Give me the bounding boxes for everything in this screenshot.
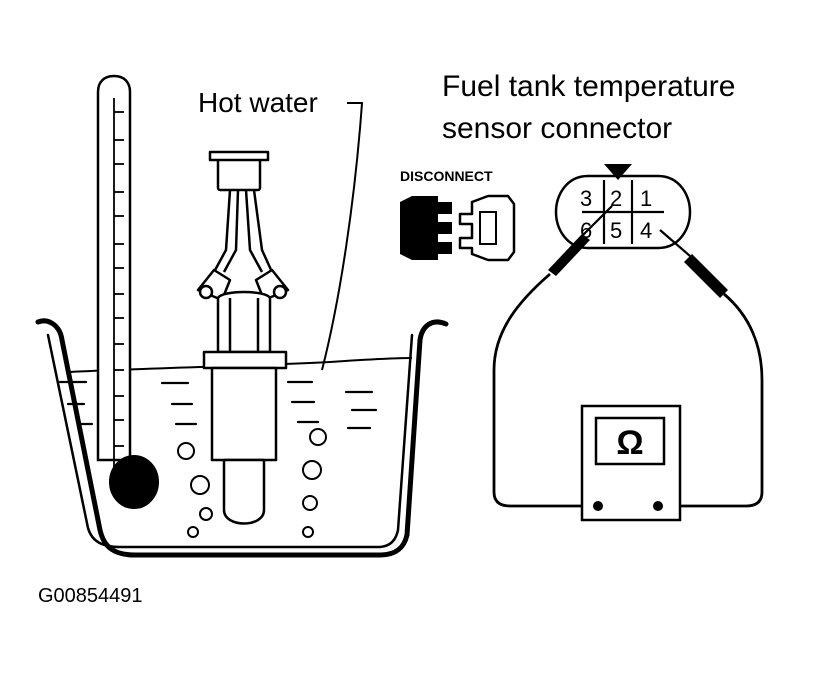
disconnect-icon — [400, 194, 516, 262]
disconnect-label: DISCONNECT — [400, 168, 493, 184]
probe-left — [548, 205, 613, 276]
water-ripples — [58, 380, 378, 430]
figure-id: G00854491 — [38, 585, 143, 607]
hot-water-label: Hot water — [198, 87, 318, 118]
pin-1: 1 — [640, 186, 652, 211]
thermometer-bulb — [109, 455, 159, 509]
ohmmeter-terminal-right — [653, 501, 663, 511]
probe-right — [659, 229, 728, 298]
test-lead-right — [658, 292, 764, 508]
sensor-connector-label-line1: Fuel tank temperature — [442, 70, 735, 103]
pin-3: 3 — [580, 186, 592, 211]
thermometer — [96, 74, 159, 509]
connector-key-marker — [604, 164, 632, 180]
ohmmeter-display — [594, 416, 666, 466]
test-lead-left — [492, 272, 598, 508]
ohmmeter-terminal-left — [593, 501, 603, 511]
ohm-symbol: Ω — [616, 424, 643, 462]
pin-2: 2 — [610, 186, 622, 211]
pin-5: 5 — [610, 218, 622, 243]
water-bubbles — [177, 428, 327, 538]
thermometer-ticks — [114, 111, 124, 447]
sensor-connector: 3 2 1 6 5 4 — [554, 164, 692, 250]
beaker — [35, 318, 449, 558]
ohmmeter: Ω — [580, 404, 682, 522]
pin-4: 4 — [640, 218, 652, 243]
temperature-sensor — [196, 150, 290, 525]
sensor-connector-label-line2: sensor connector — [442, 112, 672, 145]
water-surface — [69, 357, 413, 373]
hot-water-leader — [321, 102, 364, 371]
